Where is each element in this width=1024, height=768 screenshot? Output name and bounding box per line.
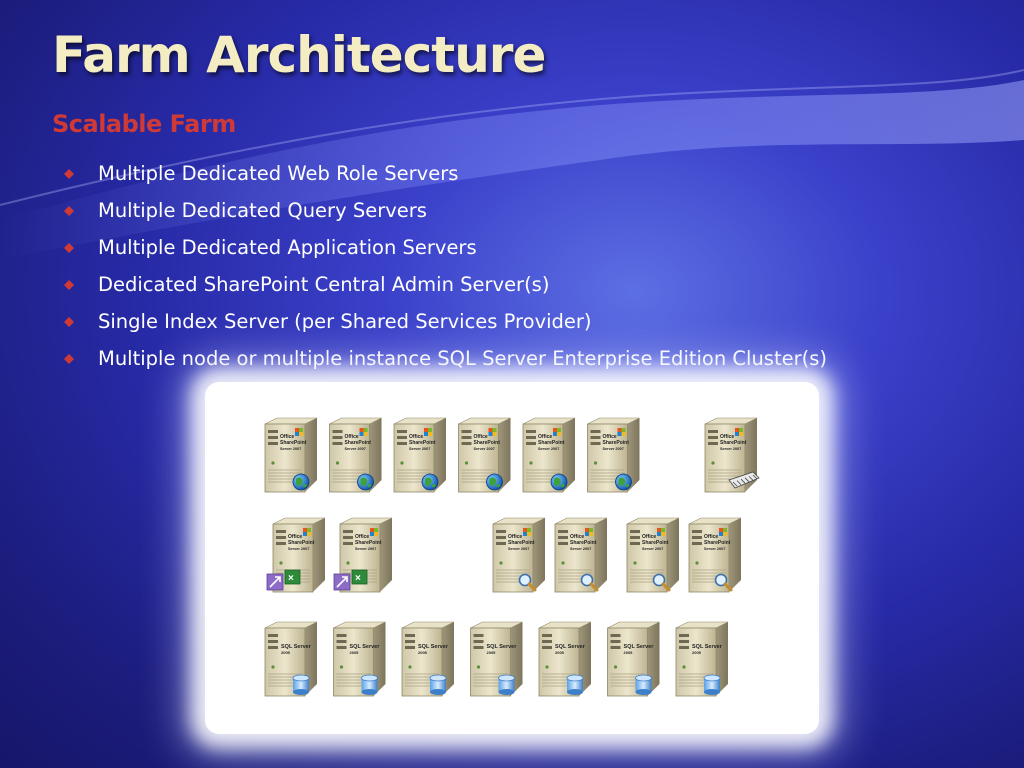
- bullet-list: Multiple Dedicated Web Role Servers Mult…: [64, 160, 827, 382]
- bullet-item: Multiple Dedicated Application Servers: [64, 234, 827, 271]
- svg-text:Server 2007: Server 2007: [720, 447, 741, 451]
- svg-text:SQL Server: SQL Server: [692, 644, 723, 650]
- svg-text:2005: 2005: [281, 650, 291, 655]
- svg-text:Server 2007: Server 2007: [508, 547, 529, 551]
- svg-text:Server 2007: Server 2007: [345, 447, 366, 451]
- svg-text:SharePoint: SharePoint: [474, 440, 501, 446]
- bullet-item: Multiple Dedicated Query Servers: [64, 197, 827, 234]
- svg-text:SharePoint: SharePoint: [345, 440, 372, 446]
- svg-text:SharePoint: SharePoint: [538, 440, 565, 446]
- svg-text:Server 2007: Server 2007: [704, 547, 725, 551]
- svg-text:Server 2007: Server 2007: [409, 447, 430, 451]
- svg-text:Office: Office: [355, 534, 369, 540]
- svg-text:2005: 2005: [418, 650, 428, 655]
- svg-text:2005: 2005: [624, 650, 634, 655]
- svg-text:Server 2007: Server 2007: [355, 547, 376, 551]
- svg-text:2005: 2005: [555, 650, 565, 655]
- bullet-item: Single Index Server (per Shared Services…: [64, 308, 827, 345]
- bullet-item: Multiple node or multiple instance SQL S…: [64, 345, 827, 382]
- svg-text:SharePoint: SharePoint: [570, 540, 597, 546]
- svg-text:Office: Office: [603, 434, 617, 440]
- svg-text:Office: Office: [409, 434, 423, 440]
- svg-text:Office: Office: [704, 534, 718, 540]
- diamond-bullet-icon: [64, 280, 74, 290]
- svg-text:SQL Server: SQL Server: [624, 644, 655, 650]
- svg-text:Office: Office: [570, 534, 584, 540]
- diamond-bullet-icon: [64, 354, 74, 364]
- bullet-text: Multiple node or multiple instance SQL S…: [98, 347, 827, 370]
- bullet-item: Dedicated SharePoint Central Admin Serve…: [64, 271, 827, 308]
- svg-text:SQL Server: SQL Server: [350, 644, 381, 650]
- svg-text:Server 2007: Server 2007: [538, 447, 559, 451]
- diamond-bullet-icon: [64, 317, 74, 327]
- diamond-bullet-icon: [64, 206, 74, 216]
- svg-text:SQL Server: SQL Server: [418, 644, 449, 650]
- svg-text:Office: Office: [720, 434, 734, 440]
- bullet-text: Single Index Server (per Shared Services…: [98, 310, 592, 333]
- svg-text:Office: Office: [288, 534, 302, 540]
- svg-text:SharePoint: SharePoint: [720, 440, 747, 446]
- svg-text:2005: 2005: [350, 650, 360, 655]
- svg-text:SharePoint: SharePoint: [355, 540, 382, 546]
- svg-text:Office: Office: [474, 434, 488, 440]
- bullet-text: Dedicated SharePoint Central Admin Serve…: [98, 273, 550, 296]
- svg-text:Server 2007: Server 2007: [280, 447, 301, 451]
- svg-text:2005: 2005: [692, 650, 702, 655]
- svg-text:SharePoint: SharePoint: [642, 540, 669, 546]
- svg-text:Server 2007: Server 2007: [642, 547, 663, 551]
- slide-title: Farm Architecture: [52, 26, 546, 84]
- svg-text:SharePoint: SharePoint: [603, 440, 630, 446]
- svg-text:Office: Office: [345, 434, 359, 440]
- svg-text:Server 2007: Server 2007: [603, 447, 624, 451]
- slide-subtitle: Scalable Farm: [52, 110, 236, 138]
- svg-text:Office: Office: [508, 534, 522, 540]
- svg-text:Office: Office: [538, 434, 552, 440]
- bullet-text: Multiple Dedicated Query Servers: [98, 199, 427, 222]
- svg-text:Office: Office: [280, 434, 294, 440]
- svg-text:SharePoint: SharePoint: [409, 440, 436, 446]
- svg-text:SQL Server: SQL Server: [555, 644, 586, 650]
- svg-text:SharePoint: SharePoint: [280, 440, 307, 446]
- svg-text:2005: 2005: [487, 650, 497, 655]
- diamond-bullet-icon: [64, 243, 74, 253]
- svg-text:SharePoint: SharePoint: [508, 540, 535, 546]
- svg-text:Server 2007: Server 2007: [570, 547, 591, 551]
- svg-text:×: ×: [288, 573, 294, 584]
- svg-text:SQL Server: SQL Server: [487, 644, 518, 650]
- bullet-text: Multiple Dedicated Web Role Servers: [98, 162, 459, 185]
- svg-text:Server 2007: Server 2007: [288, 547, 309, 551]
- diamond-bullet-icon: [64, 169, 74, 179]
- bullet-item: Multiple Dedicated Web Role Servers: [64, 160, 827, 197]
- svg-text:SharePoint: SharePoint: [288, 540, 315, 546]
- svg-text:×: ×: [355, 573, 361, 584]
- svg-text:Server 2007: Server 2007: [474, 447, 495, 451]
- svg-text:SQL Server: SQL Server: [281, 644, 312, 650]
- svg-text:SharePoint: SharePoint: [704, 540, 731, 546]
- svg-text:Office: Office: [642, 534, 656, 540]
- bullet-text: Multiple Dedicated Application Servers: [98, 236, 477, 259]
